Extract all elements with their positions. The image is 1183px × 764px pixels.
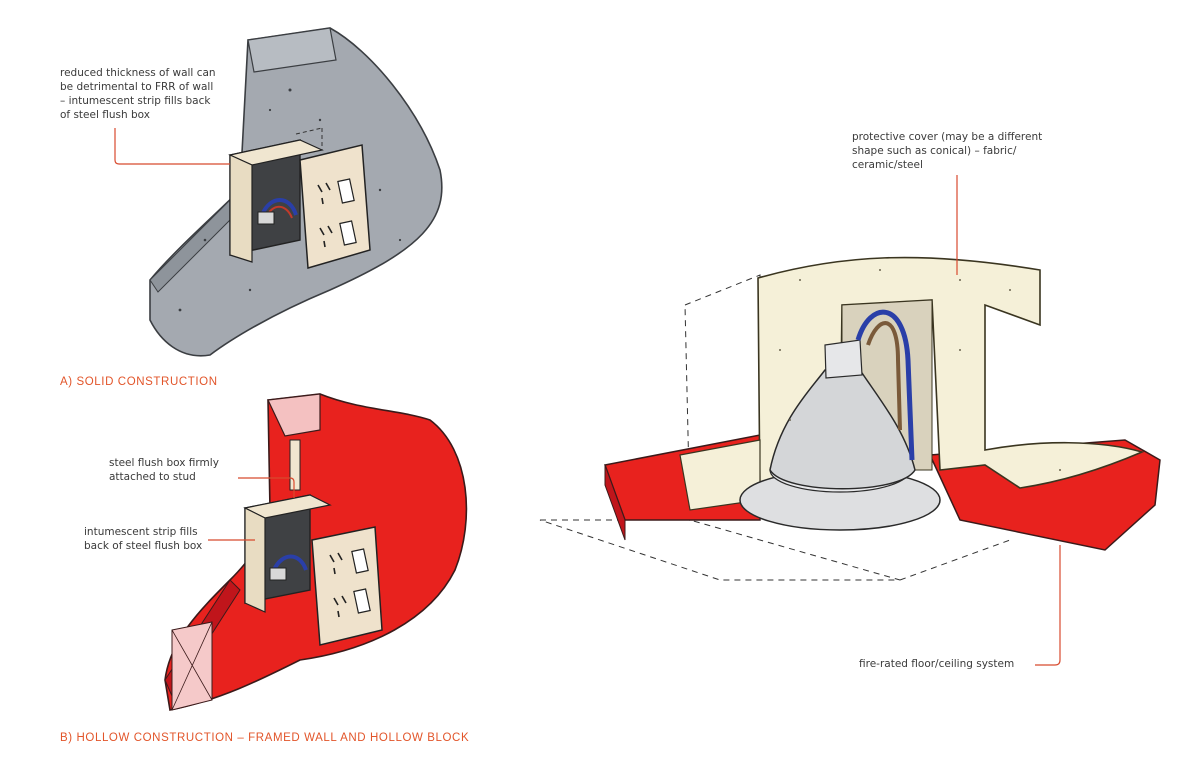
floor-ceiling-note: fire-rated floor/ceiling system (859, 658, 1015, 670)
solid-wall-illustration (149, 27, 443, 357)
electrical-cable (855, 309, 915, 461)
downlight-illustration (539, 256, 1161, 581)
hollow-construction-caption: B) HOLLOW CONSTRUCTION – FRAMED WALL AND… (60, 732, 470, 744)
outlet-face-plate (299, 144, 371, 269)
light-fitting (769, 369, 916, 490)
solid-wall-note: reduced thickness of wall can be detrime… (60, 67, 216, 121)
protective-cover (757, 256, 1145, 502)
leader-line-solid-note (114, 128, 230, 165)
leader-line-stud-note (238, 477, 295, 498)
solid-construction-caption: A) SOLID CONSTRUCTION (60, 376, 218, 388)
outlet-face-plate-hollow (311, 526, 383, 646)
protective-cover-note: protective cover (may be a different sha… (852, 131, 1043, 171)
leader-line-floor-note (1035, 545, 1061, 666)
intumescent-strip-note: intumescent strip fills back of steel fl… (84, 526, 203, 552)
hollow-wall-illustration (164, 393, 468, 711)
stud-attachment-note: steel flush box firmly attached to stud (109, 457, 219, 483)
